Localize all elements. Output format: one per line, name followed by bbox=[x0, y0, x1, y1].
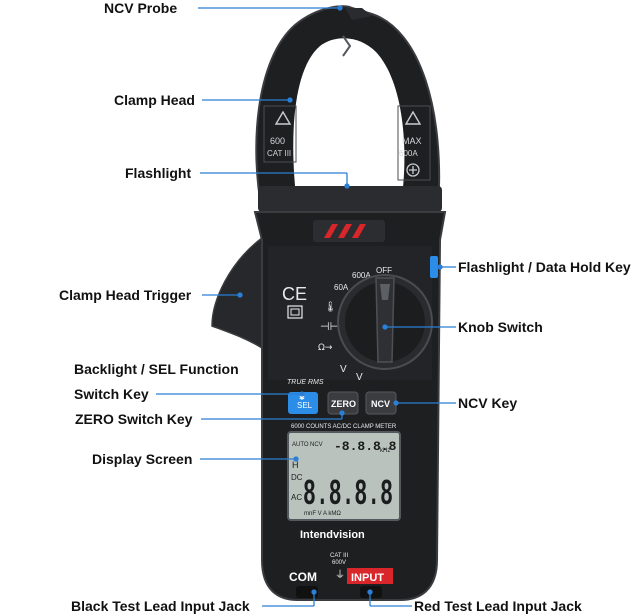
callout-display-screen: Display Screen bbox=[92, 451, 193, 467]
jaw-left-cat: CAT III bbox=[267, 149, 291, 158]
jaw-right-amps: 600A bbox=[399, 149, 418, 158]
zero-key-label: ZERO bbox=[331, 399, 356, 409]
capacitor-icon: ⊣⊢ bbox=[320, 320, 339, 333]
lcd-auto: AUTO bbox=[292, 442, 309, 448]
backlight-icon: ✱ bbox=[299, 394, 305, 402]
jaw-right-plate bbox=[397, 105, 431, 181]
callout-black-lead-jack: Black Test Lead Input Jack bbox=[71, 598, 250, 614]
resistance-diode-icon: Ω→ bbox=[318, 343, 333, 353]
ncv-probe-tip bbox=[345, 8, 372, 20]
com-label: COM bbox=[289, 570, 317, 584]
dial-label-60a: 60A bbox=[334, 283, 349, 292]
lcd-hz: kHz bbox=[380, 448, 390, 454]
lcd-small-digits: -8.8.8.8 bbox=[334, 439, 397, 454]
display-screen: AUTO NCV -8.8.8.8 kHz H DC AC 8.8.8.8 mn… bbox=[287, 431, 401, 521]
lcd-units: mnF V A kMΩ bbox=[304, 511, 341, 517]
dial-label-v-dc: V bbox=[340, 364, 347, 375]
callout-zero-switch-key: ZERO Switch Key bbox=[75, 411, 193, 427]
callout-red-lead-jack: Red Test Lead Input Jack bbox=[414, 598, 582, 614]
callout-clamp-head-trigger: Clamp Head Trigger bbox=[59, 287, 192, 303]
callout-knob-switch: Knob Switch bbox=[458, 319, 543, 335]
brand-name: Intendvision bbox=[300, 529, 365, 541]
com-jack[interactable]: COM bbox=[289, 570, 317, 584]
jack-socket-com bbox=[296, 586, 318, 598]
clamp-head-trigger[interactable] bbox=[211, 236, 263, 350]
input-jack[interactable]: INPUT bbox=[347, 568, 393, 584]
jaw-left-plate bbox=[263, 105, 297, 163]
jaw-gap-line bbox=[342, 35, 352, 57]
jaw-crossbar bbox=[258, 186, 442, 212]
plus-symbol-icon bbox=[406, 163, 420, 177]
double-insulation-icon bbox=[287, 305, 303, 319]
clamp-head: 600 CAT III MAX 600A bbox=[255, 5, 442, 212]
ncv-key[interactable]: NCV bbox=[365, 391, 397, 415]
dial-label-v-ac: V bbox=[356, 372, 363, 383]
callout-flashlight: Flashlight bbox=[125, 165, 192, 181]
callout-flashlight-data-hold-key: Flashlight / Data Hold Key bbox=[458, 259, 631, 275]
flashlight-data-hold-key[interactable] bbox=[430, 256, 438, 278]
input-label: INPUT bbox=[351, 572, 384, 584]
jaw-right-max: MAX bbox=[402, 136, 422, 146]
clamp-jaw-opening bbox=[293, 38, 405, 197]
lcd-dc: DC bbox=[291, 473, 303, 482]
knob-switch[interactable] bbox=[337, 274, 433, 370]
jaw-left-rating: 600 bbox=[270, 136, 285, 146]
sel-key[interactable]: SEL ✱ bbox=[288, 392, 318, 414]
callout-clamp-head: Clamp Head bbox=[114, 92, 195, 108]
sel-key-label: SEL bbox=[297, 401, 313, 410]
port-voltage: 600V bbox=[332, 560, 346, 566]
ce-mark: CE bbox=[282, 284, 307, 304]
callout-ncv-key: NCV Key bbox=[458, 395, 518, 411]
lcd-ac: AC bbox=[291, 493, 302, 502]
lcd-main-digits: 8.8.8.8 bbox=[303, 474, 393, 515]
ground-icon: ⏚ bbox=[335, 569, 345, 581]
lcd-h: H bbox=[292, 460, 299, 470]
dial-label-off: OFF bbox=[376, 266, 392, 275]
warning-triangle-icon bbox=[274, 110, 292, 125]
callout-lines bbox=[156, 5, 456, 607]
true-rms-label: TRUE RMS bbox=[287, 379, 324, 386]
thermometer-icon: 🌡 bbox=[324, 301, 337, 313]
meter-model-title: 6000 COUNTS AC/DC CLAMP METER bbox=[291, 424, 397, 430]
warning-triangle-icon bbox=[404, 110, 422, 125]
plus-symbol-cross bbox=[409, 166, 417, 174]
lcd-ncv: NCV bbox=[310, 442, 323, 448]
callout-ncv-probe: NCV Probe bbox=[104, 0, 178, 16]
callout-backlight-sel-line1: Backlight / SEL Function bbox=[74, 361, 239, 377]
port-cat-rating: CAT III bbox=[330, 553, 348, 559]
dial-label-600a: 600A bbox=[352, 271, 371, 280]
meter-body: CE OFF 600A 60A 🌡 ⊣⊢ Ω→ V V TRUE RMS SEL… bbox=[253, 211, 447, 601]
callout-backlight-sel-line2: Switch Key bbox=[74, 386, 149, 402]
flashlight-window bbox=[313, 220, 385, 242]
ncv-key-label: NCV bbox=[371, 399, 390, 409]
